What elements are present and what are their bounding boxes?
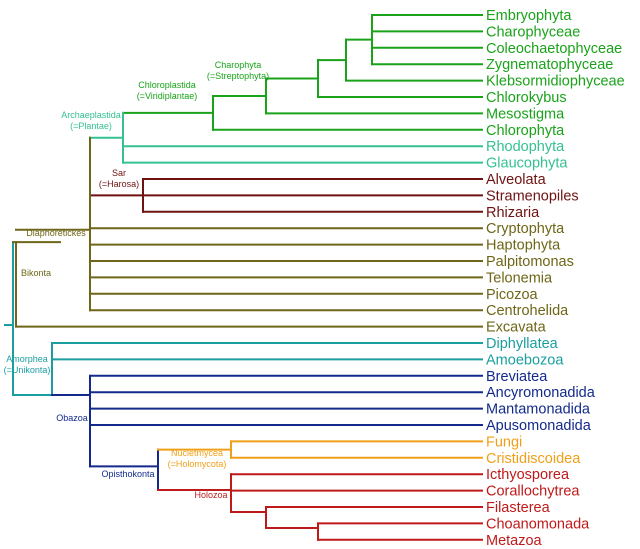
taxon-stramenopiles: Stramenopiles	[486, 188, 579, 204]
taxon-breviatea: Breviatea	[486, 369, 548, 385]
taxon-icthyosporea: Icthyosporea	[486, 467, 570, 483]
clade-label-chloroplastida: (=Viridiplantae)	[137, 91, 198, 101]
taxon-labels: EmbryophytaCharophyceaeColeochaetophycea…	[486, 8, 625, 549]
tree-branches	[4, 14, 483, 541]
clade-label-amorphea: (=Unikonta)	[4, 365, 51, 375]
clade-label-amorphea: Amorphea	[6, 354, 48, 364]
clade-label-nucletmycea: (=Holomycota)	[168, 459, 227, 469]
taxon-klebsormidiophyceae: Klebsormidiophyceae	[486, 74, 625, 90]
taxon-chlorophyta: Chlorophyta	[486, 123, 565, 139]
taxon-amoebozoa: Amoebozoa	[486, 352, 564, 368]
taxon-ancyromonadida: Ancyromonadida	[486, 385, 596, 401]
taxon-choanomonada: Choanomonada	[486, 516, 590, 532]
taxon-rhodophyta: Rhodophyta	[486, 139, 565, 155]
clade-label-chloroplastida: Chloroplastida	[138, 80, 196, 90]
clade-label-archaeplastida: Archaeplastida	[61, 110, 121, 120]
taxon-apusomonadida: Apusomonadida	[486, 418, 592, 434]
taxon-metazoa: Metazoa	[486, 533, 543, 549]
clade-labels: Charophyta(=Streptophyta)Chloroplastida(…	[4, 60, 270, 500]
taxon-glaucophyta: Glaucophyta	[486, 156, 568, 172]
taxon-mantamonadida: Mantamonadida	[486, 402, 591, 418]
taxon-excavata: Excavata	[486, 320, 547, 336]
clade-label-charophyta: Charophyta	[215, 60, 262, 70]
taxon-chlorokybus: Chlorokybus	[486, 90, 567, 106]
clade-label-sar: Sar	[112, 168, 126, 178]
taxon-coleochaetophyceae: Coleochaetophyceae	[486, 41, 622, 57]
clade-label-obazoa: Obazoa	[56, 413, 88, 423]
clade-label-holozoa: Holozoa	[194, 490, 227, 500]
taxon-alveolata: Alveolata	[486, 172, 547, 188]
taxon-mesostigma: Mesostigma	[486, 106, 565, 122]
clade-label-opisthokonta: Opisthokonta	[101, 469, 154, 479]
taxon-charophyceae: Charophyceae	[486, 24, 580, 40]
clade-label-charophyta: (=Streptophyta)	[207, 71, 269, 81]
taxon-cryptophyta: Cryptophyta	[486, 221, 565, 237]
taxon-cristidiscoidea: Cristidiscoidea	[486, 451, 581, 467]
taxon-corallochytrea: Corallochytrea	[486, 484, 580, 500]
taxon-palpitomonas: Palpitomonas	[486, 254, 574, 270]
taxon-telonemia: Telonemia	[486, 270, 553, 286]
taxon-embryophyta: Embryophyta	[486, 8, 572, 24]
taxon-diphyllatea: Diphyllatea	[486, 336, 559, 352]
taxon-zygnematophyceae: Zygnematophyceae	[486, 57, 613, 73]
taxon-picozoa: Picozoa	[486, 287, 539, 303]
taxon-fungi: Fungi	[486, 434, 522, 450]
taxon-haptophyta: Haptophyta	[486, 238, 561, 254]
taxon-rhizaria: Rhizaria	[486, 205, 540, 221]
clade-label-archaeplastida: (=Plantae)	[70, 121, 112, 131]
taxon-filasterea: Filasterea	[486, 500, 551, 516]
clade-label-bikonta: Bikonta	[21, 268, 51, 278]
clade-label-sar: (=Harosa)	[99, 179, 139, 189]
clade-label-nucletmycea: Nucletmycea	[171, 448, 223, 458]
clade-label-diaphoretickes: Diaphoretickes	[26, 228, 86, 238]
taxon-centrohelida: Centrohelida	[486, 303, 569, 319]
